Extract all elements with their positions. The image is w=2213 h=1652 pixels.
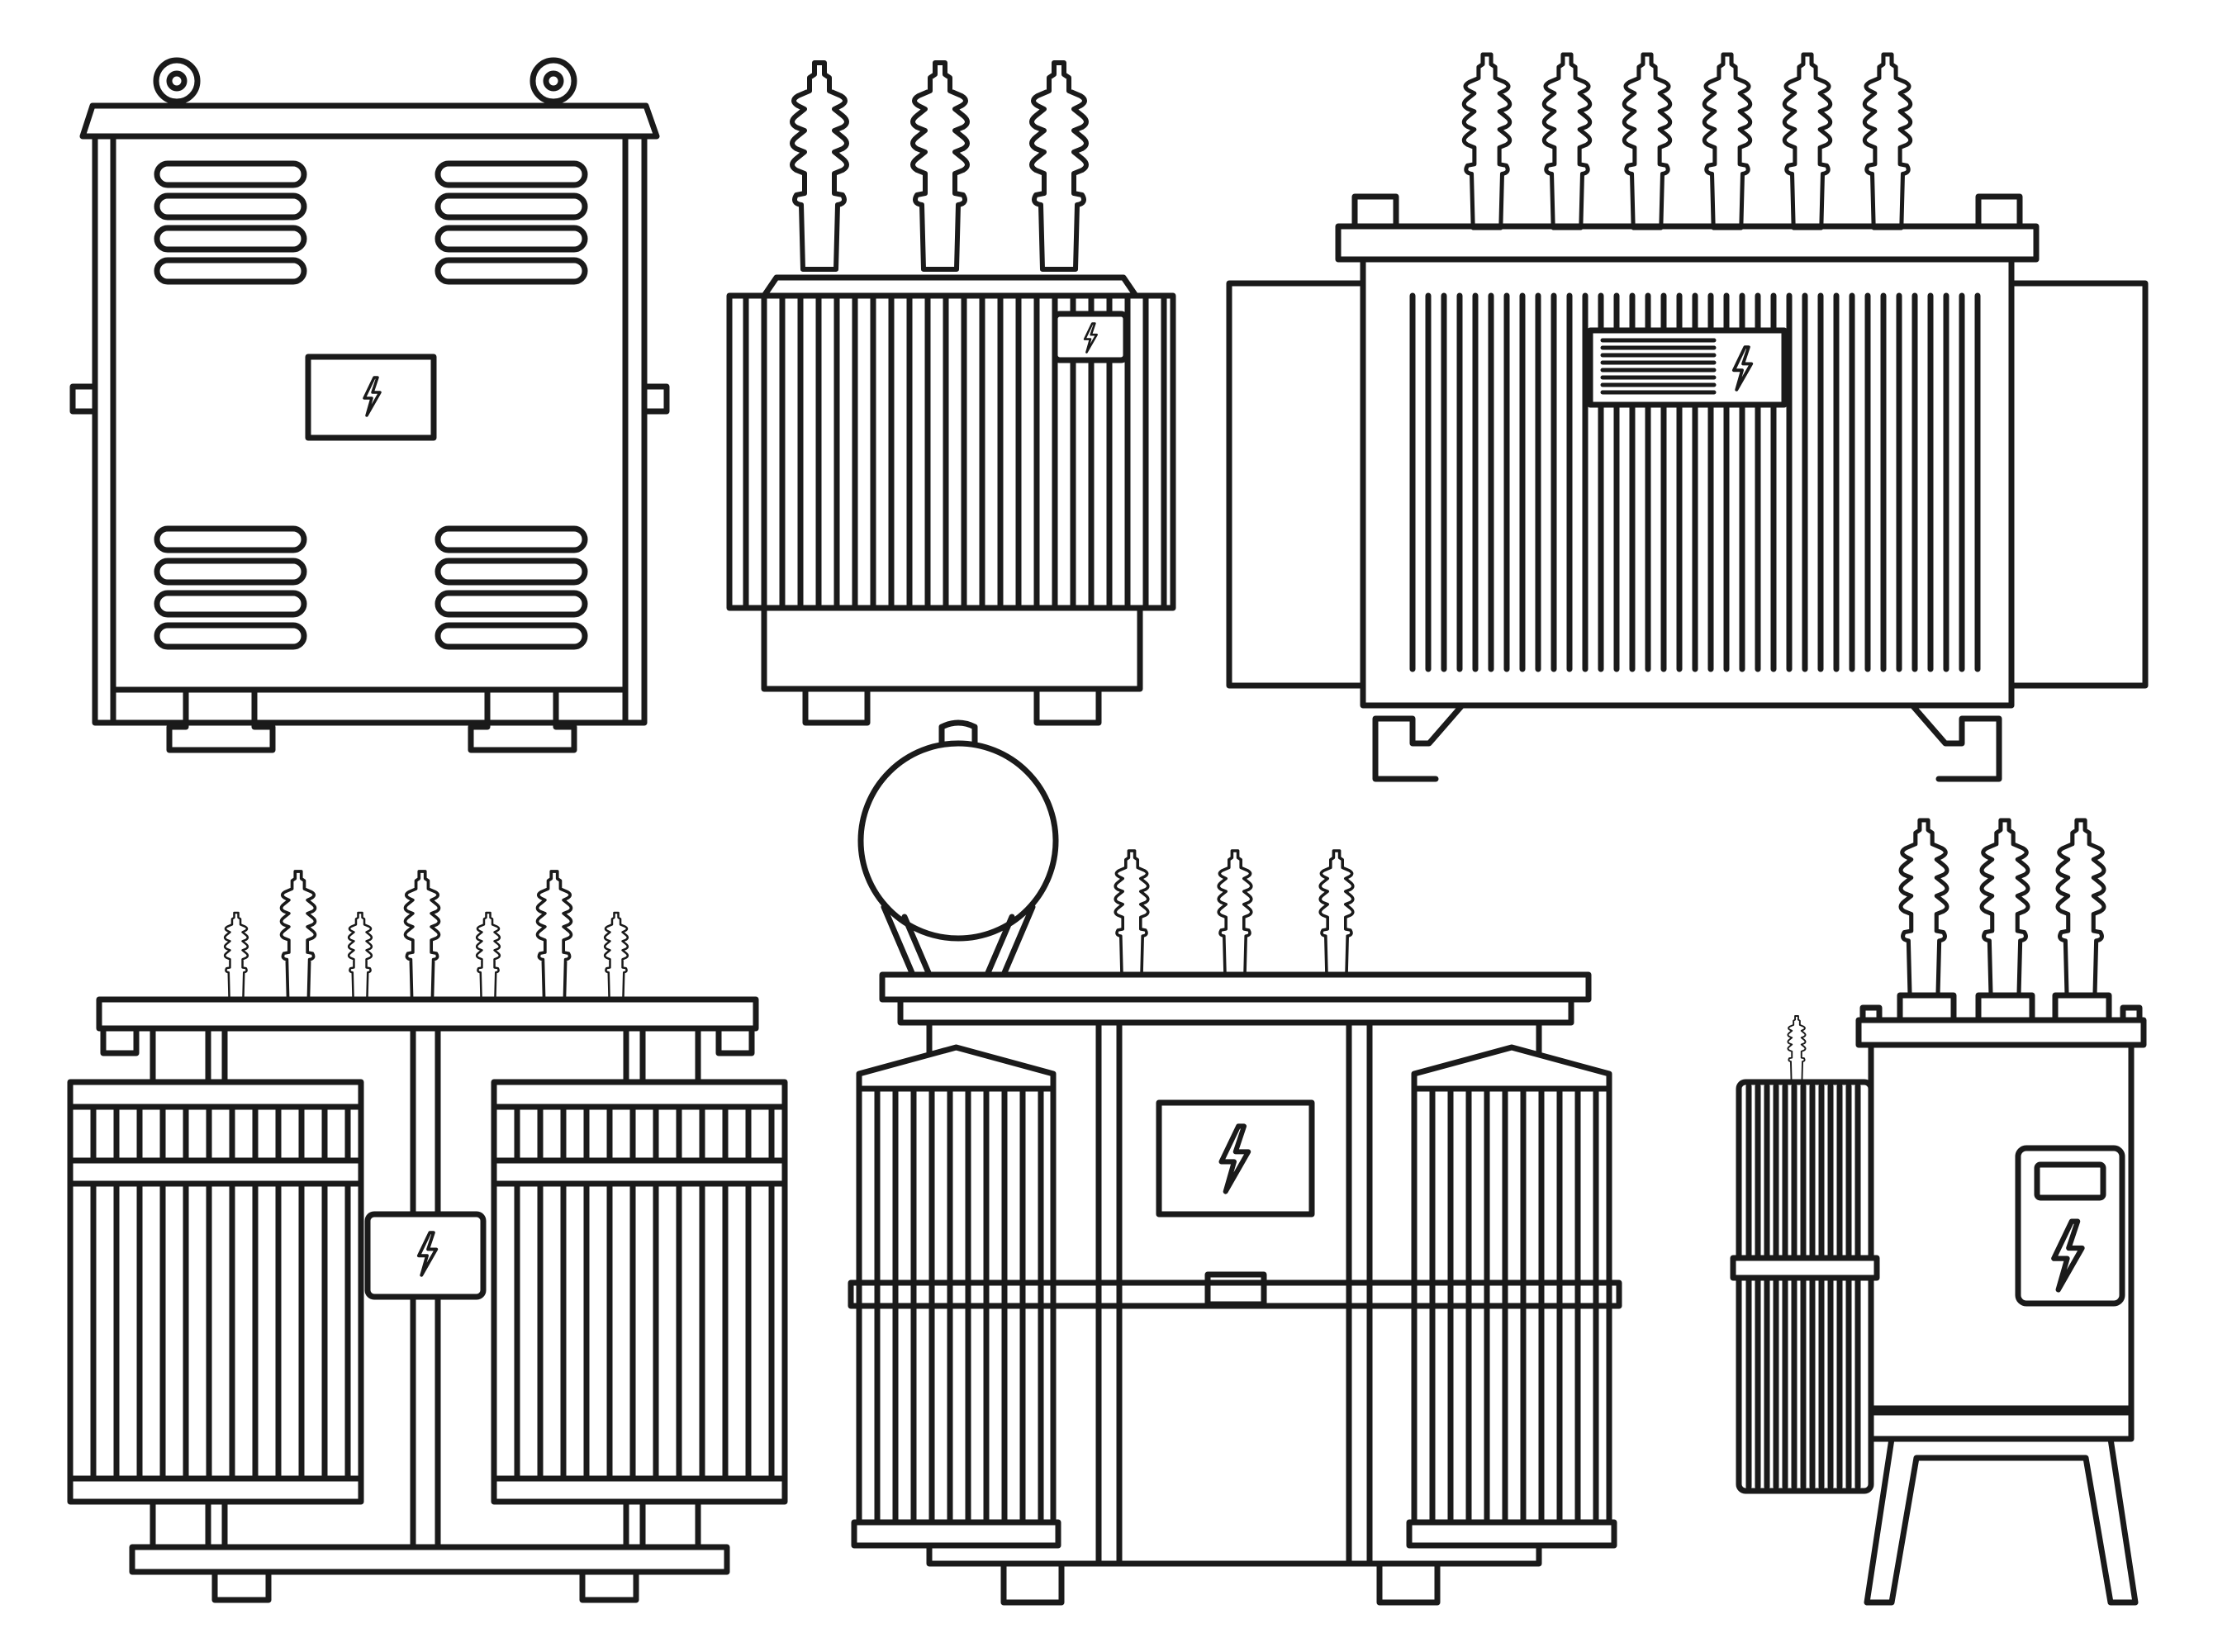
base-foot-left — [1000, 1560, 1065, 1606]
bushing — [605, 913, 628, 999]
bank-top — [67, 1079, 364, 1110]
base-foot-right — [468, 686, 577, 753]
bushing-4 — [1704, 55, 1750, 228]
base-foot-left — [802, 686, 871, 726]
bushing — [225, 913, 248, 999]
base-foot-right — [1909, 702, 2002, 782]
bank-cap — [1411, 1044, 1612, 1092]
lightning-bolt-icon — [2054, 1222, 2082, 1290]
cabinet-roof — [79, 102, 660, 140]
bushing-3 — [1032, 63, 1086, 269]
legs — [1864, 1436, 2139, 1606]
side-bracket-right — [641, 383, 670, 415]
bank-bottom — [851, 1519, 1061, 1549]
lifting-eye-right — [530, 57, 577, 105]
conservator-tank-transformer — [848, 719, 1622, 1606]
bushing — [349, 913, 372, 999]
radiator-band — [1730, 1255, 1880, 1281]
nameplate — [1052, 311, 1129, 363]
lightning-bolt-icon — [1222, 1126, 1249, 1191]
base-skid — [129, 1544, 730, 1575]
tank-base — [1868, 1409, 2135, 1442]
tank-body — [1868, 1042, 2135, 1416]
hazard-plate — [305, 354, 437, 441]
hazard-panel — [2015, 1145, 2125, 1307]
base-foot-left — [1372, 702, 1465, 782]
bushing — [282, 871, 316, 999]
base-foot-right — [1033, 686, 1102, 726]
base-foot-right — [579, 1569, 639, 1603]
twin-radiator-transformer — [67, 871, 788, 1603]
bank-bottom — [1406, 1519, 1617, 1549]
bank-band — [67, 1157, 364, 1187]
hazard-plate — [1156, 1099, 1315, 1218]
side-bushing — [1788, 1016, 1805, 1082]
vent-louvers — [154, 160, 588, 650]
cabinet-body — [92, 133, 648, 726]
bushing-1 — [1901, 820, 1947, 995]
lifting-eye-left — [153, 57, 201, 105]
bushing-1 — [1115, 851, 1148, 975]
bushing-2 — [913, 63, 967, 269]
bank-cap — [856, 1044, 1057, 1092]
tank-base — [761, 605, 1143, 692]
bushing — [538, 871, 572, 999]
bushing-6 — [1864, 55, 1910, 228]
side-radiator-left — [1226, 280, 1366, 689]
lightning-bolt-icon — [364, 377, 380, 415]
radiator-bank-left — [67, 1079, 364, 1505]
bushing — [477, 913, 500, 999]
bank-bottom — [67, 1475, 364, 1505]
bushing-2 — [1982, 820, 2028, 995]
base-foot-left — [166, 686, 276, 753]
conservator-tank — [857, 740, 1059, 942]
bushing-1 — [792, 63, 847, 269]
bushing-5 — [1784, 55, 1830, 228]
tank-cover — [96, 996, 759, 1032]
bushing — [406, 871, 439, 999]
large-oil-transformer — [1226, 55, 2149, 782]
tank-cover — [1855, 1017, 2147, 1048]
radiator-bank-right — [491, 1079, 788, 1505]
side-bracket-left — [69, 383, 98, 415]
base-foot-left — [211, 1569, 272, 1603]
side-radiator — [1730, 1079, 1880, 1494]
pole-mount-transformer — [1730, 820, 2147, 1606]
small-finned-transformer — [726, 63, 1176, 726]
cabinet-transformer — [69, 57, 670, 753]
bushing-1 — [1464, 55, 1509, 228]
side-radiator-right — [2008, 280, 2149, 689]
bushing-3 — [2058, 820, 2104, 995]
base-foot-right — [1376, 1560, 1441, 1606]
bushing-2 — [1218, 851, 1251, 975]
bank-band — [491, 1157, 788, 1187]
bushings — [225, 871, 628, 999]
radiator-bank-left — [851, 1044, 1061, 1549]
bushing-2 — [1544, 55, 1589, 228]
tank-cover — [1335, 223, 2040, 263]
radiator-bank-right — [1406, 1044, 1617, 1549]
tank-cover — [879, 971, 1592, 1003]
bank-top — [491, 1079, 788, 1110]
radiator-fins — [743, 292, 1167, 611]
nameplate-lines — [1600, 338, 1717, 395]
bushing-3 — [1624, 55, 1669, 228]
bank-bottom — [491, 1475, 788, 1505]
bushing-3 — [1320, 851, 1353, 975]
